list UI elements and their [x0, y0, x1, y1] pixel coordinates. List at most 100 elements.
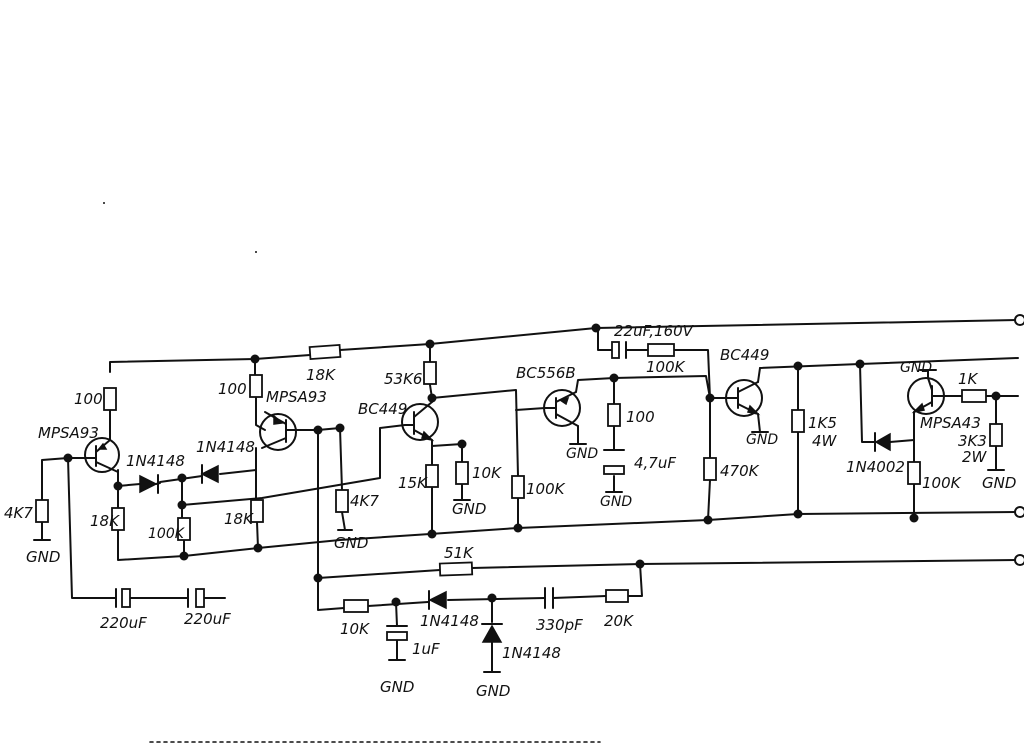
label-r10k-a: 10K — [472, 464, 502, 482]
label-r4k7-b: 4K7 — [350, 492, 379, 510]
label-q1: MPSA93 — [38, 424, 99, 442]
diode-1n4148-1 — [139, 474, 161, 494]
resistor-100-c — [607, 403, 621, 427]
resistor-4k7-b — [335, 489, 349, 513]
label-gnd-3: GND — [452, 500, 486, 518]
label-r4k7-a: 4K7 — [4, 504, 33, 522]
transistor-q1-mpsa93 — [84, 437, 120, 473]
label-r100k-a: 100K — [148, 526, 186, 542]
label-c22u: 22uF,160V — [614, 322, 695, 340]
transistor-q3-bc449 — [401, 401, 439, 442]
label-r470k: 470K — [720, 462, 760, 480]
transistors — [84, 377, 945, 473]
label-r100k-b: 100K — [526, 480, 566, 498]
junction-dots — [63, 323, 1001, 607]
resistor-53k6 — [423, 361, 437, 385]
output-terminals — [1014, 314, 1024, 566]
capacitor-220uf-b — [187, 588, 205, 608]
label-gnd-7: GND — [900, 360, 932, 376]
label-r51k: 51K — [444, 544, 474, 562]
label-d4002: 1N4002 — [846, 458, 905, 476]
capacitor-330pf — [544, 587, 554, 609]
label-r100-c: 100 — [626, 408, 655, 426]
label-r15k: 15K — [398, 474, 428, 492]
label-r1k5: 1K5 — [808, 414, 837, 432]
label-r20k: 20K — [604, 612, 634, 630]
label-r10k-b: 10K — [340, 620, 370, 638]
label-gnd-8: GND — [982, 474, 1016, 492]
label-gnd-1: GND — [26, 548, 60, 566]
transistor-q6-mpsa43 — [907, 377, 945, 415]
resistor-100k-c — [647, 343, 675, 357]
resistor-10k-b — [343, 599, 369, 613]
label-q6: MPSA43 — [920, 414, 981, 432]
label-q2: MPSA93 — [266, 388, 327, 406]
label-q5: BC449 — [720, 346, 769, 364]
transistor-q4-bc556b — [543, 389, 581, 427]
scan-marks — [103, 202, 601, 743]
label-gnd-9: GND — [380, 678, 414, 696]
resistor-18k-b — [250, 499, 264, 523]
resistor-470k — [703, 457, 717, 481]
resistor-100-b — [249, 374, 263, 398]
resistor-18k-top — [308, 344, 342, 360]
capacitor-1uf — [386, 625, 408, 641]
label-d1: 1N4148 — [126, 452, 185, 470]
resistor-4k7-a — [35, 499, 49, 523]
label-gnd-5: GND — [600, 494, 632, 510]
label-gnd-10: GND — [476, 682, 510, 700]
label-r18k-b: 18K — [224, 510, 254, 528]
label-r53k6: 53K6 — [384, 370, 422, 388]
label-d2: 1N4148 — [196, 438, 255, 456]
label-r100-b: 100 — [218, 380, 247, 398]
transistor-q5-bc449 — [725, 379, 763, 417]
label-q4: BC556B — [516, 364, 576, 382]
diode-1n4148-2 — [200, 464, 219, 484]
resistor-10k-a — [455, 461, 469, 485]
resistor-100-a — [103, 387, 117, 411]
resistor-3k3 — [989, 423, 1003, 447]
label-r18k-top: 18K — [306, 366, 336, 384]
terminal-2 — [1014, 506, 1024, 518]
label-r3k3-w: 2W — [962, 448, 988, 466]
label-c220-a: 220uF — [100, 614, 147, 632]
resistor-20k — [605, 589, 629, 603]
label-r1k5-w: 4W — [812, 432, 838, 450]
resistor-100k-d — [907, 461, 921, 485]
resistor-15k — [425, 464, 439, 488]
resistors — [35, 343, 1003, 613]
resistor-1k — [961, 389, 987, 403]
label-d3: 1N4148 — [420, 612, 479, 630]
diodes — [139, 432, 891, 643]
label-gnd-2: GND — [334, 534, 368, 552]
label-r100-a: 100 — [74, 390, 103, 408]
resistor-100k-a — [177, 517, 191, 541]
resistor-51k — [438, 561, 474, 577]
terminal-1 — [1014, 314, 1024, 326]
label-r100k-d: 100K — [922, 474, 962, 492]
capacitor-22uf — [611, 341, 627, 359]
wires — [41, 319, 1019, 673]
diode-1n4148-5 — [481, 623, 503, 643]
transistor-q2-mpsa93 — [259, 411, 301, 451]
label-c1u: 1uF — [412, 640, 440, 658]
resistor-18k-a — [111, 507, 125, 531]
resistor-100k-b — [511, 475, 525, 499]
label-r100k-c: 100K — [646, 358, 686, 376]
label-r3k3: 3K3 — [958, 432, 987, 450]
ground-symbols — [33, 369, 1005, 673]
label-c330p: 330pF — [536, 616, 583, 634]
capacitors — [115, 341, 627, 641]
label-gnd-6: GND — [746, 432, 778, 448]
label-r18k-a: 18K — [90, 512, 120, 530]
resistor-1k5 — [791, 409, 805, 433]
label-gnd-4: GND — [566, 446, 598, 462]
capacitor-220uf-a — [115, 588, 131, 608]
component-labels: 100 MPSA93 4K7 GND 18K 1N4148 1N4148 100… — [4, 322, 1016, 700]
diode-1n4148-3 — [428, 590, 447, 610]
label-c4u7: 4,7uF — [634, 454, 676, 472]
label-c220-b: 220uF — [184, 610, 231, 628]
label-r1k: 1K — [958, 370, 979, 388]
terminal-3 — [1014, 554, 1024, 566]
